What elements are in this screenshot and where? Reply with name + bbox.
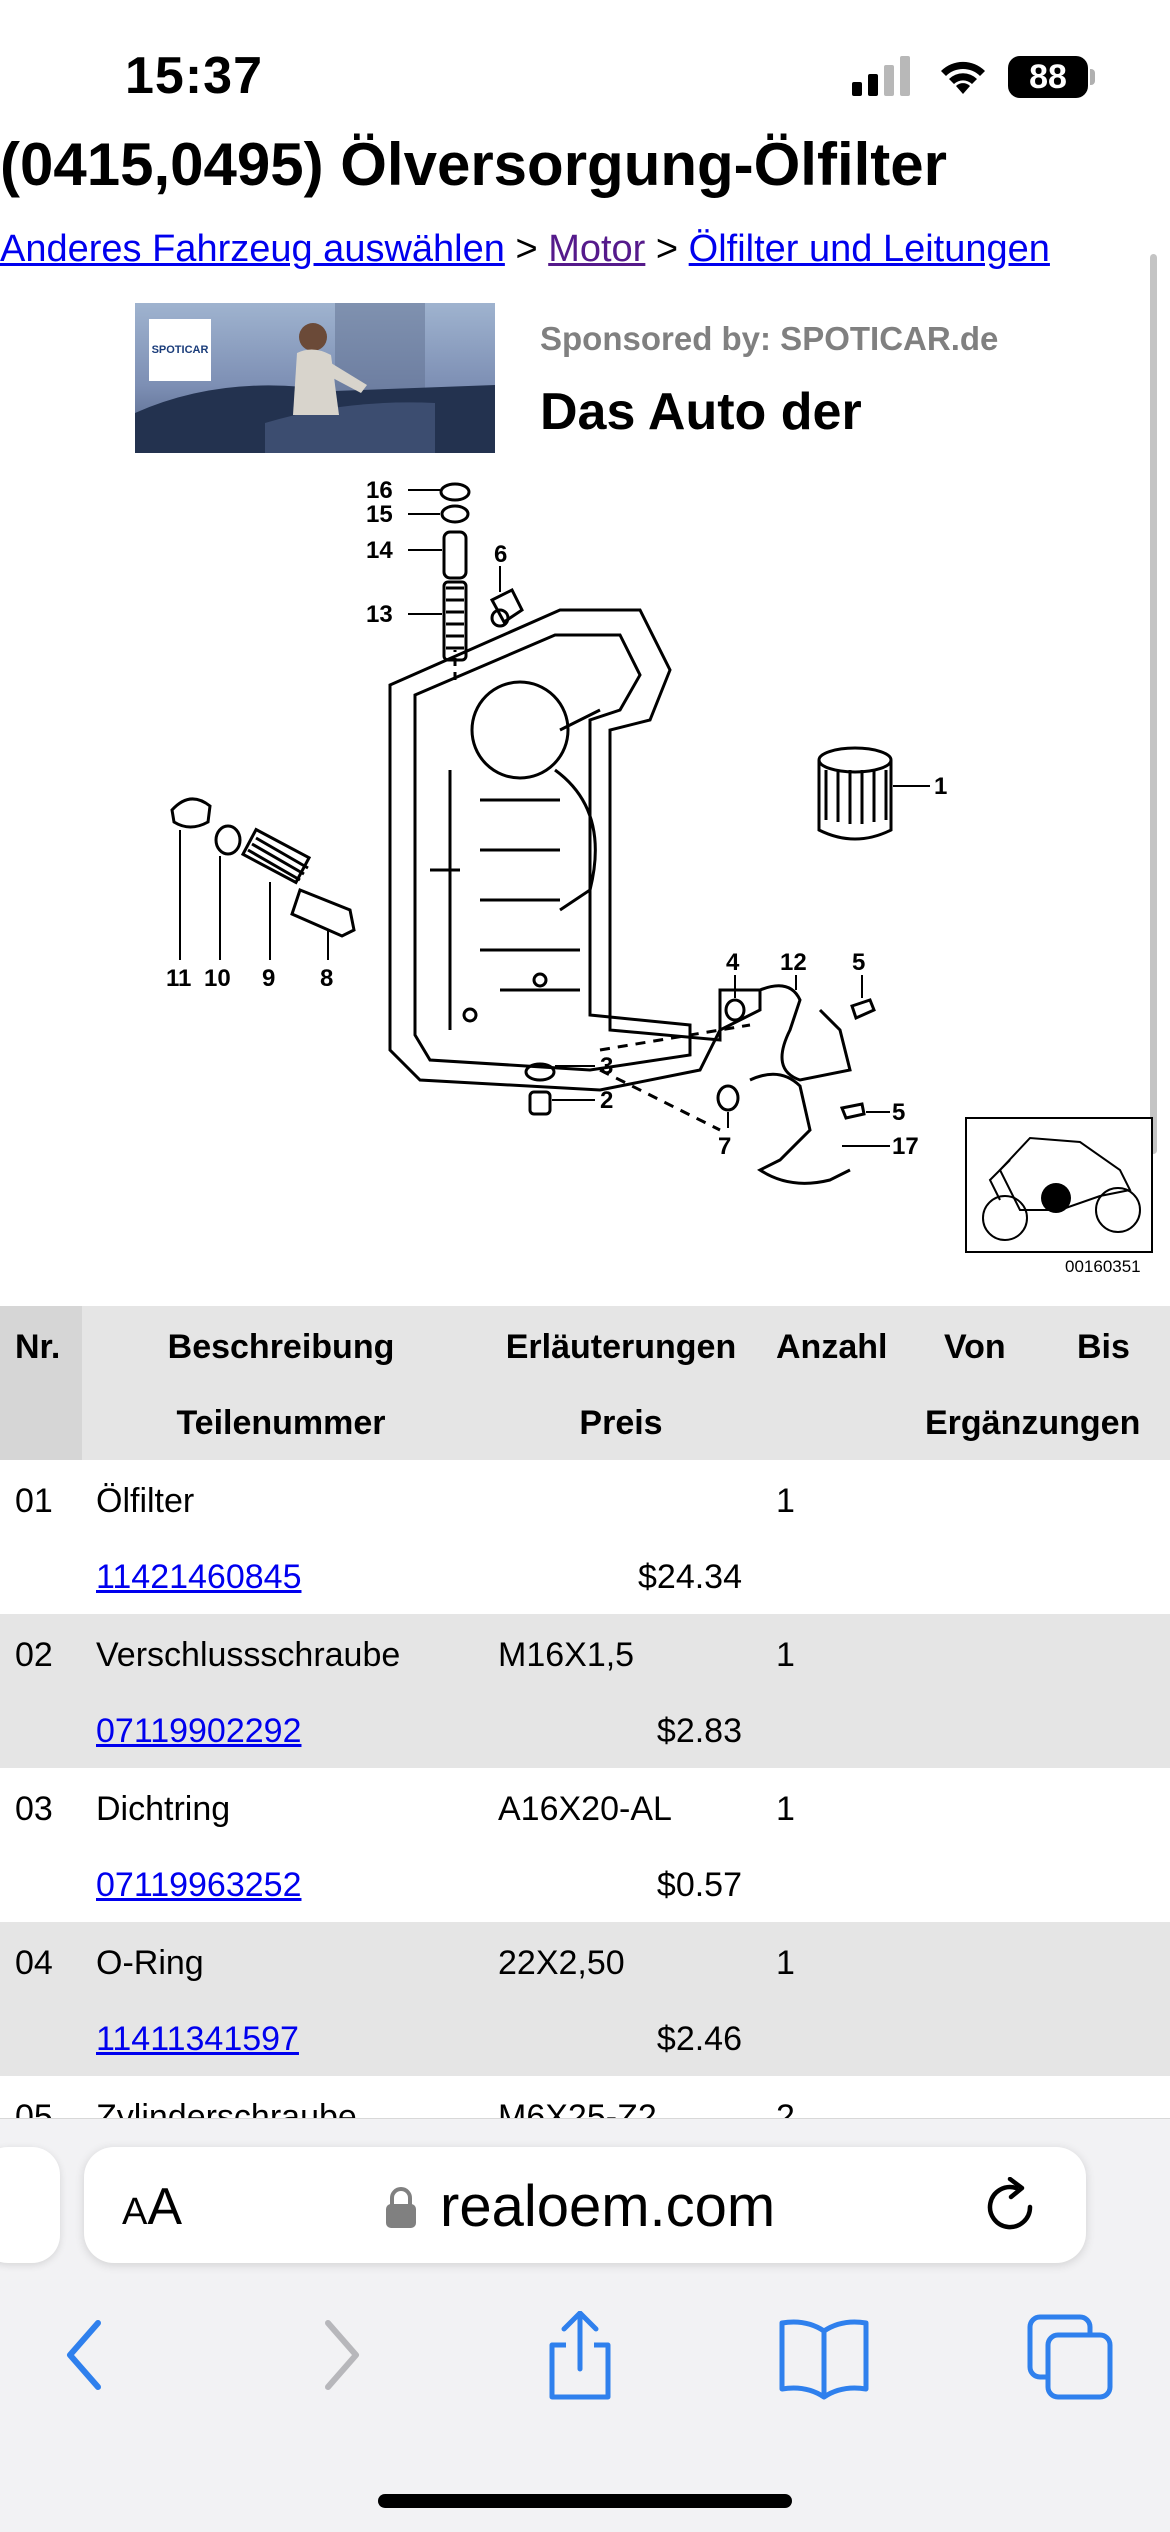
header-erlaeuterungen: Erläuterungen	[505, 1328, 737, 1366]
callout-2: 2	[600, 1087, 613, 1114]
breadcrumb-link-oilfilter[interactable]: Ölfilter und Leitungen	[688, 228, 1050, 270]
part-number-link[interactable]: 11421460845	[96, 1558, 302, 1596]
forward-icon[interactable]	[290, 2311, 390, 2401]
battery-level: 88	[1008, 56, 1088, 98]
row-nr: 02	[15, 1636, 53, 1674]
row-nr: 04	[15, 1944, 53, 1982]
table-header: Nr. Beschreibung Erläuterungen Anzahl Vo…	[0, 1306, 1170, 1460]
row-anzahl: 1	[776, 1944, 795, 1982]
row-beschreibung: Ölfilter	[96, 1482, 195, 1520]
callout-10: 10	[204, 965, 231, 992]
ad-photo	[135, 303, 495, 453]
home-indicator	[378, 2494, 792, 2508]
ad-banner-image[interactable]: SPOTICAR	[135, 303, 495, 453]
row-preis: $24.34	[638, 1558, 742, 1596]
breadcrumb: Anderes Fahrzeug auswählen > Motor > Ölf…	[0, 228, 1050, 271]
callout-6: 6	[494, 541, 507, 568]
wifi-icon	[941, 61, 985, 94]
ad-sponsor-label[interactable]: Sponsored by: SPOTICAR.de	[540, 320, 999, 357]
callout-5b: 5	[892, 1099, 905, 1126]
row-anzahl: 1	[776, 1790, 795, 1828]
callout-11: 11	[166, 965, 191, 992]
callout-14: 13	[366, 601, 393, 628]
breadcrumb-link-motor[interactable]: Motor	[548, 228, 646, 270]
parts-diagram[interactable]: 16 15 14 13 6 1 11 10 9 8 4 12 5 3 2 7 5…	[0, 470, 1170, 1290]
page-title: (0415,0495) Ölversorgung-Ölfilter	[0, 131, 947, 198]
row-erlaeuterungen: 22X2,50	[498, 1944, 625, 1982]
diagram-reference: 00160351	[1065, 1257, 1141, 1276]
share-icon[interactable]	[530, 2311, 630, 2401]
callout-5: 5	[852, 949, 865, 976]
header-ergaenzungen: Ergänzungen	[925, 1404, 1141, 1442]
header-beschreibung: Beschreibung	[167, 1328, 395, 1366]
reload-icon[interactable]	[982, 2177, 1042, 2237]
callout-4: 4	[726, 949, 740, 976]
part-number-link[interactable]: 11411341597	[96, 2020, 299, 2058]
row-anzahl: 1	[776, 1482, 795, 1520]
header-teilenummer: Teilenummer	[176, 1404, 386, 1442]
callout-7: 7	[718, 1133, 731, 1160]
breadcrumb-separator: >	[655, 228, 679, 270]
engine-block-drawing	[388, 608, 762, 1132]
callout-16: 15	[366, 501, 393, 528]
part-number-link[interactable]: 07119902292	[96, 1712, 302, 1750]
table-row: 02 Verschlussschraube M16X1,5 1 07119902…	[0, 1614, 1170, 1768]
header-bis: Bis	[1077, 1328, 1130, 1366]
row-beschreibung: Dichtring	[96, 1790, 231, 1828]
row-erlaeuterungen: A16X20-AL	[498, 1790, 672, 1828]
header-nr: Nr.	[15, 1328, 61, 1366]
signal-icon	[852, 56, 910, 96]
header-preis: Preis	[579, 1404, 663, 1442]
table-row: 03 Dichtring A16X20-AL 1 07119963252 $0.…	[0, 1768, 1170, 1922]
text-size-button[interactable]: AA	[122, 2178, 183, 2236]
page-scrollbar[interactable]	[1150, 254, 1157, 1154]
row-erlaeuterungen: M16X1,5	[498, 1636, 635, 1674]
row-preis: $0.57	[656, 1866, 742, 1904]
browser-toolbar: AA realoem.com	[0, 2118, 1170, 2532]
breadcrumb-separator: >	[515, 228, 538, 270]
lock-icon	[386, 2187, 416, 2228]
callout-12: 12	[780, 949, 807, 976]
row-beschreibung: Verschlussschraube	[96, 1636, 401, 1674]
tabs-icon[interactable]	[1020, 2311, 1120, 2401]
motorcycle-thumbnail[interactable]: 00160351	[965, 1117, 1153, 1276]
callout-8: 8	[320, 965, 333, 992]
header-von: Von	[944, 1328, 1006, 1366]
back-icon[interactable]	[36, 2311, 136, 2401]
status-time: 15:37	[125, 47, 263, 105]
header-nr-cell	[0, 1306, 82, 1460]
callout-13: 17	[892, 1133, 919, 1160]
address-bar[interactable]: AA realoem.com	[84, 2147, 1086, 2263]
parts-table: Nr. Beschreibung Erläuterungen Anzahl Vo…	[0, 1306, 1170, 2230]
previous-tab-pill[interactable]	[0, 2147, 60, 2263]
table-row: 01 Ölfilter 1 11421460845 $24.34	[0, 1460, 1170, 1614]
part-drawings	[170, 482, 893, 1185]
callout-9: 9	[262, 965, 275, 992]
address-text[interactable]: realoem.com	[440, 2174, 776, 2239]
leader-lines	[179, 489, 930, 1147]
battery-icon: 88	[1008, 56, 1095, 98]
ad-logo: SPOTICAR	[149, 319, 211, 381]
table-row: 04 O-Ring 22X2,50 1 11411341597 $2.46	[0, 1922, 1170, 2076]
bookmarks-icon[interactable]	[774, 2311, 874, 2401]
row-beschreibung: O-Ring	[96, 1944, 204, 1982]
callout-17: 16	[366, 477, 393, 504]
callout-1: 1	[934, 773, 947, 800]
callout-3: 3	[600, 1053, 613, 1080]
ad-headline[interactable]: Das Auto der	[540, 383, 862, 441]
row-nr: 03	[15, 1790, 53, 1828]
battery-tip	[1090, 69, 1095, 85]
breadcrumb-link-other-vehicle[interactable]: Anderes Fahrzeug auswählen	[0, 228, 505, 270]
row-preis: $2.46	[656, 2020, 742, 2058]
diagram-callouts: 16 15 14 13 6 1 11 10 9 8 4 12 5 3 2 7 5…	[166, 477, 947, 1160]
status-bar: 15:37 88	[0, 0, 1170, 140]
row-preis: $2.83	[656, 1712, 742, 1750]
header-anzahl: Anzahl	[776, 1328, 888, 1366]
row-anzahl: 1	[776, 1636, 795, 1674]
callout-15: 14	[366, 537, 393, 564]
row-nr: 01	[15, 1482, 53, 1520]
part-number-link[interactable]: 07119963252	[96, 1866, 302, 1904]
